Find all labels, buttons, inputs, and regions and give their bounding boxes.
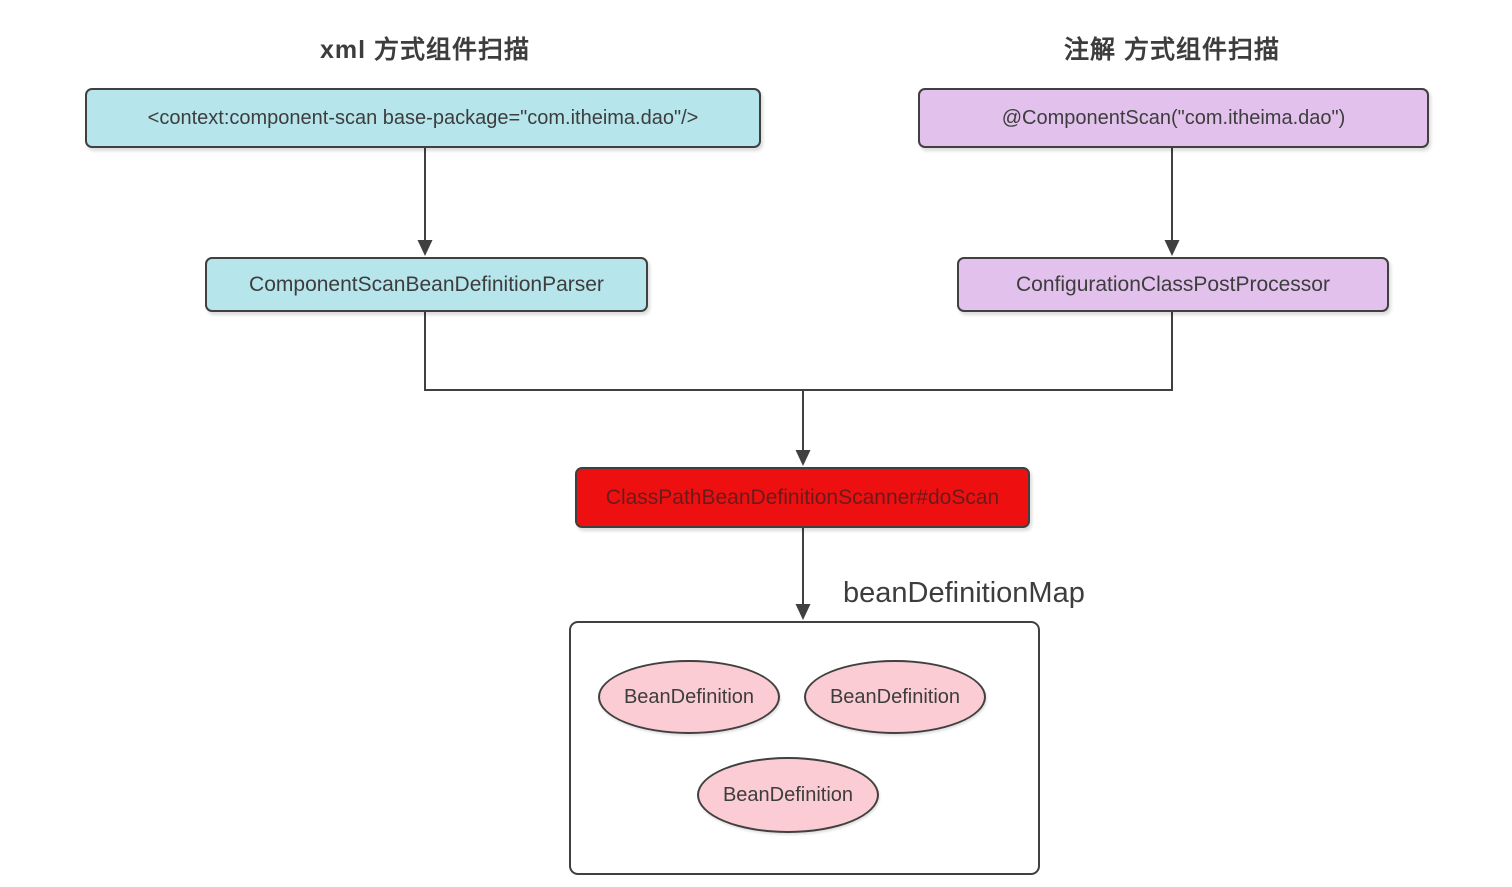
bean-definition-ellipse: BeanDefinition	[697, 757, 879, 833]
arrowhead	[795, 450, 811, 466]
node-label: <context:component-scan base-package="co…	[147, 106, 699, 129]
arrowhead	[795, 604, 811, 620]
ellipse-label: BeanDefinition	[623, 685, 755, 708]
node-label: ComponentScanBeanDefinitionParser	[249, 272, 604, 296]
arrow-annotation-source-to-processor	[1164, 148, 1180, 256]
arrow-xml-source-to-parser	[417, 148, 433, 256]
bean-definition-ellipse: BeanDefinition	[598, 660, 780, 734]
node-component-scan-bean-definition-parser: ComponentScanBeanDefinitionParser	[205, 257, 648, 312]
node-label: ConfigurationClassPostProcessor	[1016, 272, 1330, 296]
node-label: ClassPathBeanDefinitionScanner#doScan	[605, 485, 1000, 509]
node-component-scan-annotation: @ComponentScan("com.itheima.dao")	[918, 88, 1429, 148]
arrow-scanner-to-map	[795, 528, 811, 620]
bean-definition-map-container	[569, 621, 1040, 875]
xml-branch-title: xml 方式组件扫描	[319, 36, 531, 64]
node-classpath-bean-definition-scanner: ClassPathBeanDefinitionScanner#doScan	[575, 467, 1030, 528]
bean-definition-map-label: beanDefinitionMap	[843, 577, 1085, 609]
arrowhead	[417, 240, 433, 256]
ellipse-label: BeanDefinition	[722, 783, 854, 806]
arrowhead	[1164, 240, 1180, 256]
node-label: @ComponentScan("com.itheima.dao")	[1001, 106, 1346, 129]
bean-definition-ellipse: BeanDefinition	[804, 660, 986, 734]
merge-connector	[424, 312, 1173, 466]
node-xml-component-scan: <context:component-scan base-package="co…	[85, 88, 761, 148]
ellipse-label: BeanDefinition	[829, 685, 961, 708]
annotation-branch-title: 注解 方式组件扫描	[1064, 36, 1280, 64]
node-configuration-class-post-processor: ConfigurationClassPostProcessor	[957, 257, 1389, 312]
